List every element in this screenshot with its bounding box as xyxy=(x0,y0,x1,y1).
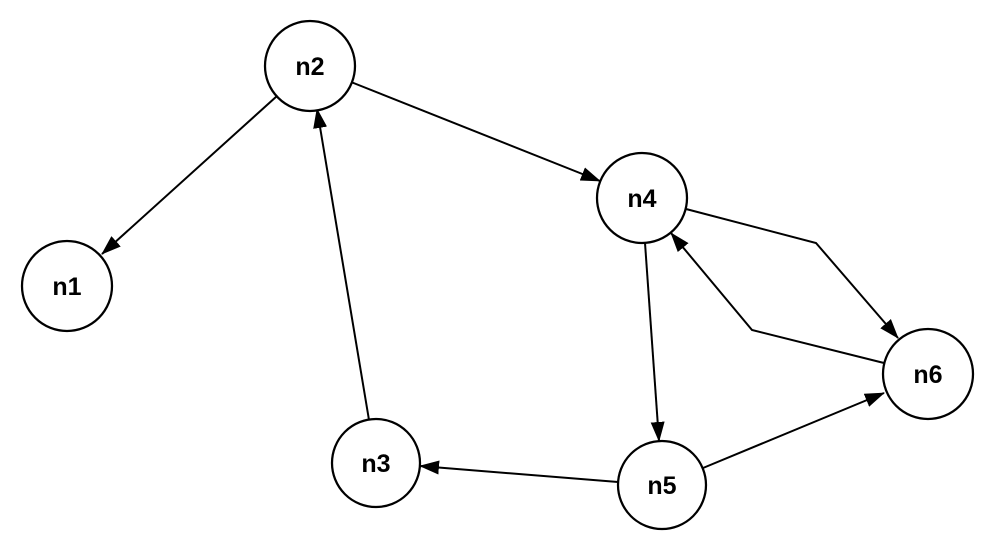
edge-n5-n3 xyxy=(419,460,619,483)
node-label-n6: n6 xyxy=(913,361,942,389)
node-n6: n6 xyxy=(881,327,975,421)
node-circle-n5 xyxy=(616,439,708,531)
node-circle-n3 xyxy=(330,417,422,509)
node-label-n3: n3 xyxy=(361,450,390,478)
node-n1: n1 xyxy=(20,239,114,333)
node-circle-n4 xyxy=(595,151,689,245)
node-n3: n3 xyxy=(330,417,422,509)
node-label-n2: n2 xyxy=(295,53,324,81)
node-n4: n4 xyxy=(595,151,689,245)
edge-n5-n6 xyxy=(702,392,885,469)
node-n2: n2 xyxy=(263,19,357,113)
edge-n4-n5 xyxy=(644,242,665,442)
node-label-n1: n1 xyxy=(52,273,81,301)
edge-n2-n1 xyxy=(101,95,278,255)
node-label-n5: n5 xyxy=(647,472,676,500)
edge-n6-n4 xyxy=(670,232,885,364)
edge-n4-n6 xyxy=(685,208,899,339)
edge-n3-n2 xyxy=(313,108,370,421)
edge-n2-n4 xyxy=(350,81,601,182)
node-circle-n2 xyxy=(263,19,357,113)
node-circle-n1 xyxy=(20,239,114,333)
node-circle-n6 xyxy=(881,327,975,421)
node-label-n4: n4 xyxy=(627,185,656,213)
node-n5: n5 xyxy=(616,439,708,531)
